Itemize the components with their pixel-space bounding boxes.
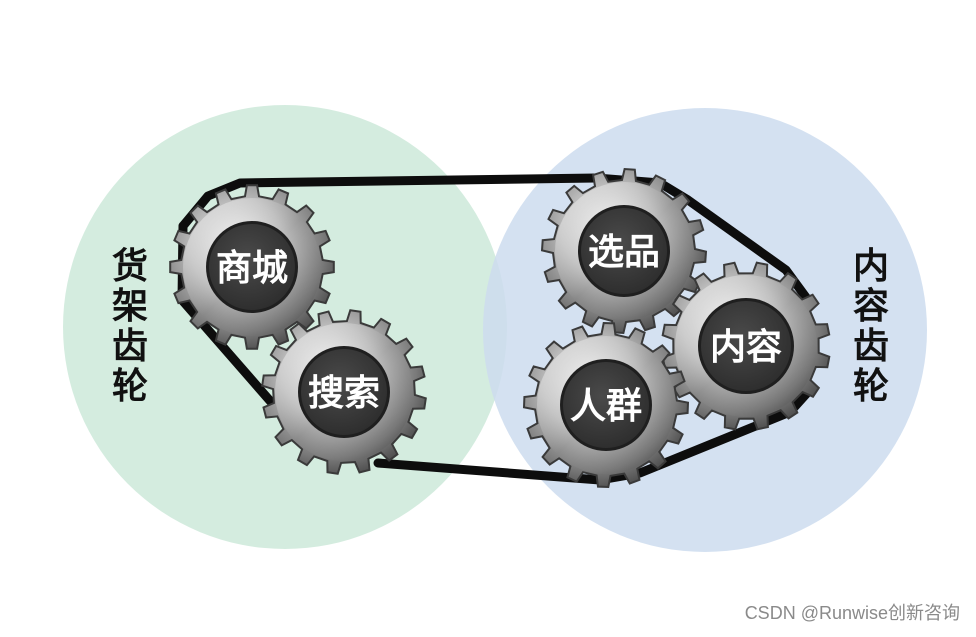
gear-hub bbox=[701, 301, 791, 391]
gear-label-mall: 商城 bbox=[216, 248, 288, 289]
gear-selection: 选品 bbox=[540, 167, 708, 335]
gear-hub bbox=[301, 349, 387, 435]
content-wheel-label: 内 容 齿 轮 bbox=[853, 246, 889, 407]
gear-hub bbox=[209, 224, 295, 310]
gear-search: 搜索 bbox=[261, 309, 427, 475]
shelf-label-char-4: 轮 bbox=[112, 366, 148, 407]
gear-label-search: 搜索 bbox=[308, 373, 380, 414]
shelf-label-char-3: 齿 bbox=[112, 326, 148, 367]
gear-mall: 商城 bbox=[169, 184, 335, 350]
shelf-wheel-label: 货 架 齿 轮 bbox=[112, 246, 148, 407]
gear-label-content: 内容 bbox=[710, 327, 782, 368]
gear-label-selection: 选品 bbox=[588, 232, 660, 273]
belt-lower-right bbox=[595, 387, 813, 485]
watermark: CSDN @Runwise创新咨询 bbox=[744, 603, 960, 623]
content-label-char-3: 齿 bbox=[853, 326, 889, 367]
content-label-char-4: 轮 bbox=[853, 366, 889, 407]
gear-hub bbox=[563, 362, 649, 448]
gear-content: 内容 bbox=[661, 261, 831, 431]
shelf-label-char-1: 货 bbox=[112, 246, 148, 287]
gear-hub bbox=[581, 208, 667, 294]
gear-label-crowd: 人群 bbox=[570, 386, 642, 427]
content-label-char-1: 内 bbox=[853, 246, 889, 287]
content-label-char-2: 容 bbox=[853, 286, 889, 327]
gear-crowd: 人群 bbox=[522, 321, 690, 489]
shelf-label-char-2: 架 bbox=[112, 286, 148, 327]
belt-bottom bbox=[373, 458, 605, 485]
